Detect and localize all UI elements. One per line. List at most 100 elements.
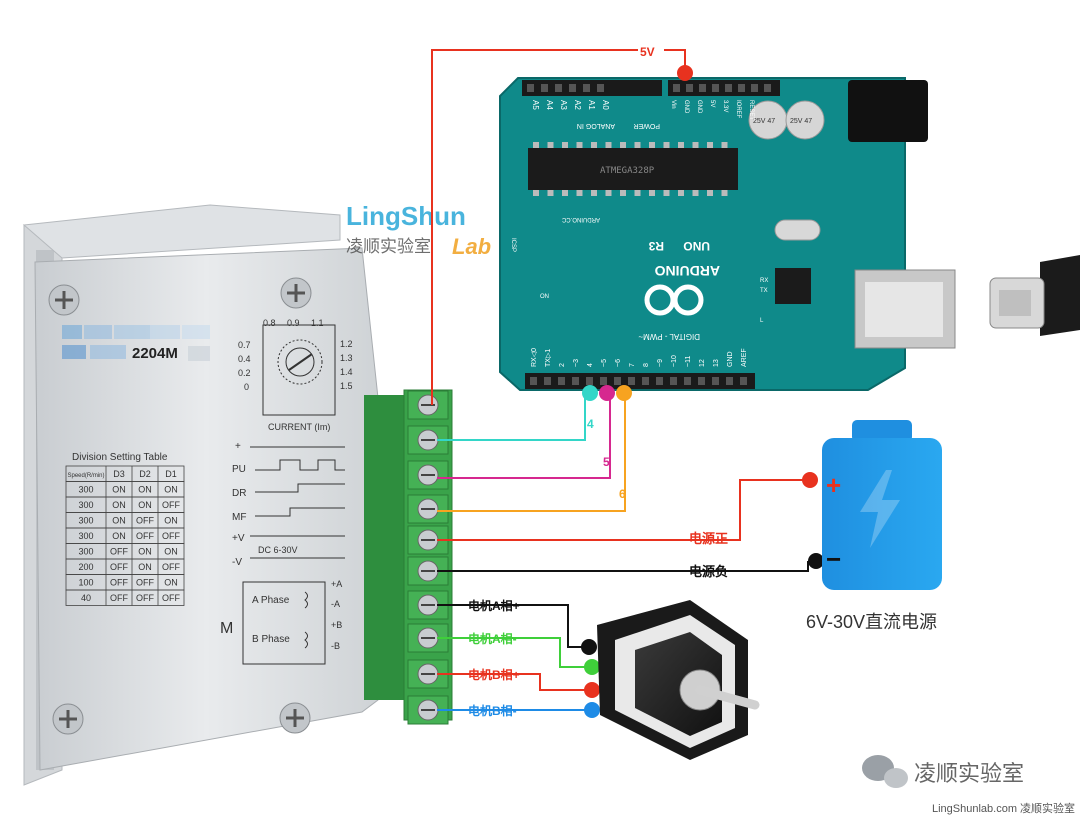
label-motor-b-neg: 电机B相- [468,703,517,718]
table-cell: 40 [81,593,91,603]
digital-pin-label: ~6 [615,359,622,367]
table-cell: ON [164,516,178,526]
header-pin [764,84,771,92]
header-pin [555,84,562,92]
table-cell: ON [164,485,178,495]
header-pin [740,377,747,385]
table-cell: 300 [78,531,93,541]
board-name: UNO [683,239,710,253]
table-cell: OFF [162,562,180,572]
icsp-label: ICSP [510,238,516,252]
pin-label: +V [232,533,245,544]
digital-pin-label: 2 [559,363,566,367]
header-pin [686,84,693,92]
label-5v: 5V [640,45,655,59]
header-pin [600,377,607,385]
power-section-label: POWER [634,122,660,129]
stepper-motor-icon [597,600,760,760]
chip-pin [591,142,597,148]
pin-label: MF [232,512,246,523]
header-pin [712,84,719,92]
phase-pin: -B [331,641,340,651]
header-pin [642,377,649,385]
chip-pin [547,190,554,196]
dial-mark: 0.2 [238,368,251,378]
table-cell: OFF [162,500,180,510]
chip-pin [547,142,554,148]
label-power-pos: 电源正 [689,531,728,546]
table-cell: 300 [78,547,93,557]
table-cell: 200 [78,562,93,572]
dial-mark: 1.3 [340,353,353,363]
chip-pin [562,190,568,196]
current-dial: 0.8 0.9 1.1 0.7 0.4 0.2 0 1.2 1.3 1.4 1.… [238,318,353,432]
digital-pin-label: ~10 [671,355,678,367]
footer-text: LingShunlab.com 凌顺实验室 [932,801,1075,815]
header-pin [699,84,706,92]
chip-pin [649,142,655,148]
header-pin [586,377,593,385]
power-pin-label: IOREF [735,100,741,119]
header-pin [670,377,677,385]
tx-led-label: TX [760,288,768,294]
signal-diagram [250,446,345,559]
power-pin-label: RESET [748,100,754,120]
screw-icon [280,277,312,309]
digital-pin-label: RX◁0 [531,348,538,367]
label-pin6: 6 [619,487,626,501]
table-cell: ON [138,562,152,572]
cap-label: 25V 47 [790,118,812,125]
digital-pin-label: 7 [629,363,636,367]
rx-led-label: RX [760,278,768,284]
digital-pin-label: 8 [643,363,650,367]
current-label: CURRENT (Im) [268,422,330,432]
battery-caption: 6V-30V直流电源 [806,612,937,632]
chip-pin [692,142,699,148]
header-pin [725,84,732,92]
dial-mark: 1.5 [340,381,353,391]
capacitor-icon: 25V 47 [785,100,825,140]
table-cell: D1 [165,469,177,479]
battery-icon: + − [822,420,942,590]
watermark-lab: Lab [452,234,491,259]
label-motor-b-pos: 电机B相+ [468,667,520,682]
header-pin [628,377,635,385]
mcu-chip [528,148,738,190]
arduino-uno-board: 25V 47 25V 47 ATMEGA328P UNO R3 ARDUINO … [499,77,956,391]
table-cell: ON [112,531,126,541]
header-pin [656,377,663,385]
table-cell: D3 [113,469,125,479]
digital-pin-label: AREF [741,348,748,367]
table-cell: OFF [136,578,154,588]
table-cell: OFF [162,531,180,541]
analog-pin-label: A2 [573,100,582,110]
header-pin [673,84,680,92]
watermark-cn: 凌顺实验室 [346,237,431,256]
board-rev: R3 [648,239,664,253]
pin-label: + [235,441,241,452]
table-cell: ON [112,516,126,526]
table-cell: OFF [136,531,154,541]
table-cell: OFF [162,593,180,603]
chip-pin [634,142,641,148]
voltage-label: DC 6-30V [258,545,298,555]
table-cell: OFF [110,547,128,557]
header-pin [751,84,758,92]
digital-pin-label: ~5 [601,359,608,367]
header-pin [583,84,590,92]
pin-label: PU [232,464,246,475]
chip-pin [605,142,612,148]
chip-pin [562,142,568,148]
chip-pin [634,190,641,196]
chip-pin [591,190,597,196]
table-cell: OFF [136,516,154,526]
power-pin-label: 5V [709,100,715,107]
watermark-brand: LingShun 凌顺实验室 Lab [346,201,491,259]
dial-mark: 0.8 [263,318,276,328]
header-pin [541,84,548,92]
header-pin [698,377,705,385]
analog-pin-label: A1 [587,100,596,110]
footer-logo-text: 凌顺实验室 [914,761,1024,786]
chip-pin [533,142,539,148]
